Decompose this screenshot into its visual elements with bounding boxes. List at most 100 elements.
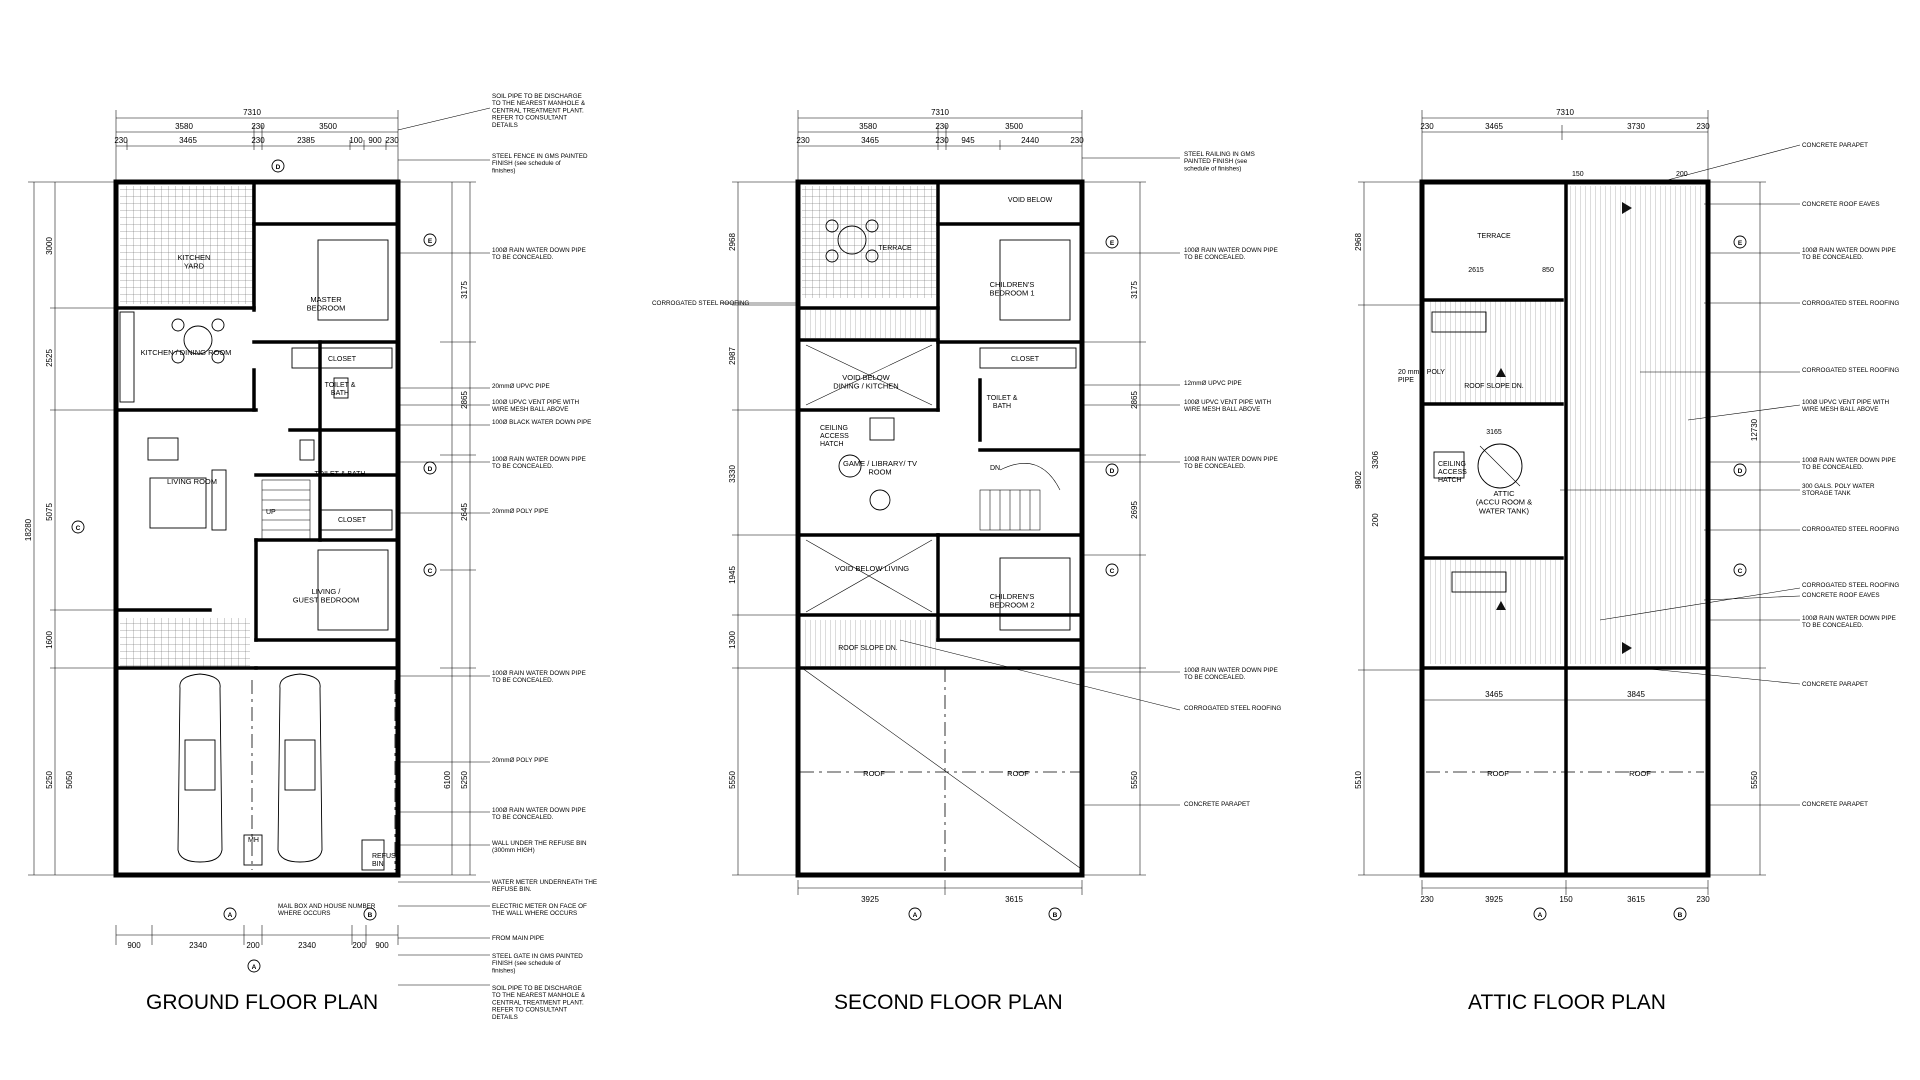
label-up: UP — [266, 509, 276, 516]
second-dim-right-4: 5550 — [1130, 771, 1139, 789]
svg-text:C: C — [76, 525, 81, 532]
second-floor-plan: E D C A B — [720, 110, 1181, 921]
ground-dim-r2-6: 900 — [368, 136, 382, 145]
room-roof-left-2f: ROOF — [863, 769, 885, 778]
ground-dim-bot-4: 2340 — [298, 941, 316, 950]
second-dim-bot-1: 3925 — [861, 895, 879, 904]
ground-dim-right-4: 6100 — [443, 771, 452, 789]
ground-floor-plan: C E D C A B A D — [28, 107, 491, 986]
sn-6: CORROGATED STEEL ROOFING — [1184, 705, 1281, 712]
svg-text:D: D — [428, 466, 433, 473]
svg-text:B: B — [1053, 912, 1058, 919]
room-roof-right-2f: ROOF — [1007, 769, 1029, 778]
ground-floor-title: GROUND FLOOR PLAN — [146, 991, 378, 1014]
an-0: CONCRETE PARAPET — [1802, 142, 1868, 149]
second-dim-r2-5: 2440 — [1021, 136, 1039, 145]
second-dim-left-2: 2987 — [728, 347, 737, 365]
svg-text:D: D — [1110, 468, 1115, 475]
room-roof-right-attic: ROOF — [1629, 769, 1651, 778]
second-overall-width: 7310 — [931, 108, 949, 117]
attic-dim-150: 150 — [1572, 171, 1584, 178]
room-roof-left-attic: ROOF — [1487, 769, 1509, 778]
label-mh: MH — [248, 837, 259, 844]
attic-dim-200: 200 — [1676, 171, 1688, 178]
room-kitchen-dining: KITCHEN / DINING ROOM — [141, 348, 232, 357]
an-9: CORROGATED STEEL ROOFING — [1802, 582, 1899, 589]
an-8: CORROGATED STEEL ROOFING — [1802, 526, 1899, 533]
svg-text:E: E — [428, 238, 433, 245]
attic-dim-3165: 3165 — [1486, 429, 1502, 436]
ground-dim-bot-1: 900 — [127, 941, 141, 950]
ground-dim-top-1: 3580 — [175, 122, 193, 131]
attic-dim-bot-3: 150 — [1559, 895, 1573, 904]
ground-dim-right-2: 2865 — [460, 391, 469, 409]
second-dim-r2-6: 230 — [1070, 136, 1084, 145]
second-floor-title: SECOND FLOOR PLAN — [834, 991, 1063, 1014]
room-closet-2: CLOSET — [338, 517, 367, 524]
attic-overall-width: 7310 — [1556, 108, 1574, 117]
room-terrace-2f: TERRACE — [878, 245, 912, 252]
attic-dim-left-5: 5510 — [1354, 771, 1363, 789]
ground-dim-right-1: 3175 — [460, 281, 469, 299]
second-dim-top-3: 3500 — [1005, 122, 1023, 131]
ground-dim-left-3: 5075 — [45, 503, 54, 521]
ground-dim-r2-7: 230 — [385, 136, 399, 145]
svg-text:B: B — [1678, 912, 1683, 919]
ground-dim-r2-2: 3465 — [179, 136, 197, 145]
second-left-note: CORROGATED STEEL ROOFING — [652, 300, 749, 307]
second-dim-bot-2: 3615 — [1005, 895, 1023, 904]
room-terrace-attic: TERRACE — [1477, 233, 1511, 240]
ground-dim-right-5: 5250 — [460, 771, 469, 789]
second-dim-left-1: 2968 — [728, 233, 737, 251]
attic-notes: CONCRETE PARAPET CONCRETE ROOF EAVES 100… — [1802, 142, 1899, 808]
kitchen-yard-tiles — [120, 186, 254, 304]
room-void-living: VOID BELOW LIVING — [835, 564, 909, 573]
second-dim-top-1: 3580 — [859, 122, 877, 131]
ground-overall-depth: 18280 — [24, 518, 33, 541]
ground-dim-left-2: 2525 — [45, 349, 54, 367]
attic-dim-top-3: 3730 — [1627, 122, 1645, 131]
ground-dim-left-4: 1600 — [45, 631, 54, 649]
ground-outer-wall — [113, 179, 401, 878]
an-1: CONCRETE ROOF EAVES — [1802, 201, 1880, 208]
attic-dim-left-2: 9802 — [1354, 471, 1363, 489]
label-roof-slope-2f: ROOF SLOPE DN. — [838, 645, 898, 652]
svg-text:A: A — [252, 964, 257, 971]
attic-dim-right-1: 12730 — [1750, 418, 1759, 441]
svg-text:A: A — [913, 912, 918, 919]
ground-dim-r2-4: 2385 — [297, 136, 315, 145]
attic-dim-bot-5: 230 — [1696, 895, 1710, 904]
ground-dim-top-3: 3500 — [319, 122, 337, 131]
gn-11: WALL UNDER THE REFUSE BIN(300mm HIGH) — [492, 840, 587, 854]
ground-dim-r2-3: 230 — [251, 136, 265, 145]
label-roof-slope-attic: ROOF SLOPE DN. — [1464, 383, 1524, 390]
ground-dim-r2-5: 100 — [349, 136, 363, 145]
svg-text:C: C — [428, 568, 433, 575]
attic-dim-top-4: 230 — [1696, 122, 1710, 131]
attic-dim-bot-2: 3925 — [1485, 895, 1503, 904]
svg-text:E: E — [1738, 240, 1743, 247]
attic-dim-mid-1: 3465 — [1485, 690, 1503, 699]
room-closet-1: CLOSET — [328, 356, 357, 363]
sn-7: CONCRETE PARAPET — [1184, 801, 1250, 808]
an-10: CONCRETE ROOF EAVES — [1802, 592, 1880, 599]
